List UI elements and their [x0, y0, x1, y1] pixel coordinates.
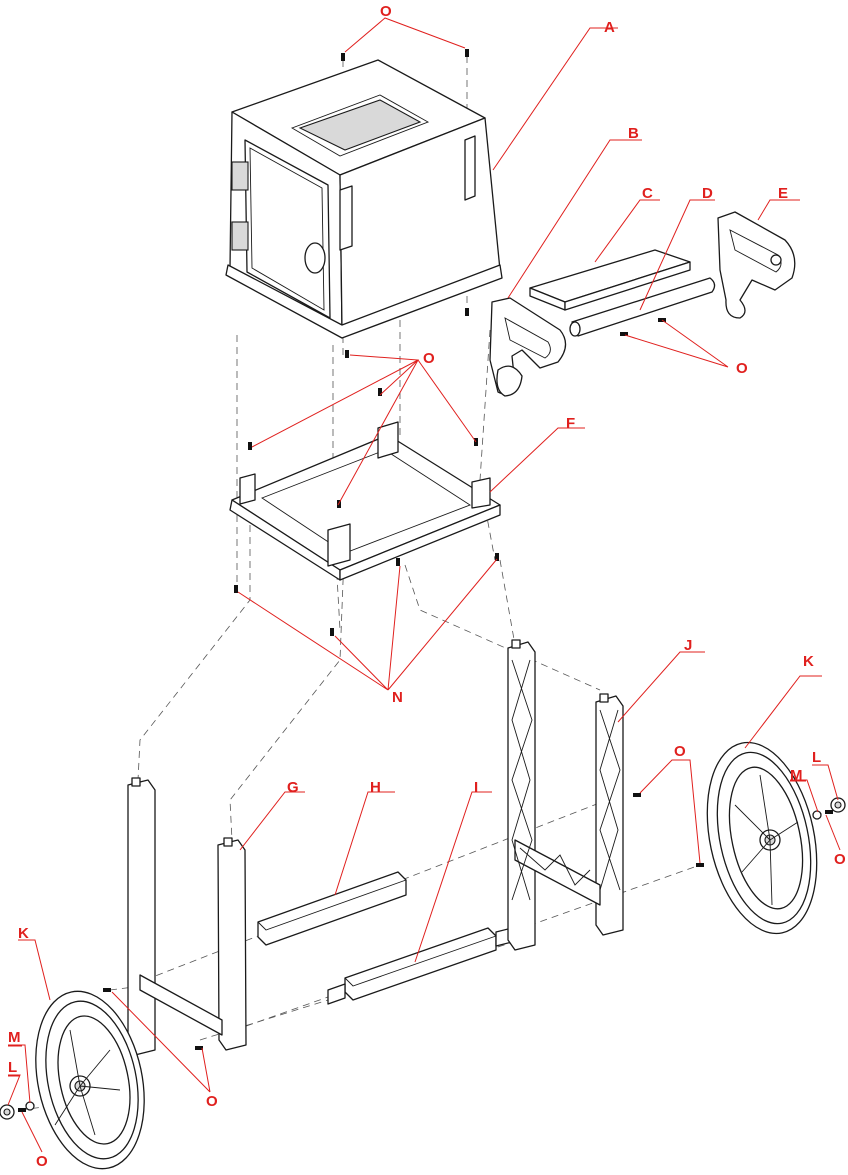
rear-truss-frame-part-j: [508, 640, 623, 950]
side-handle-bracket-part-b: [490, 298, 566, 396]
axle-crossbar-part-i: [328, 928, 512, 1004]
callout-o-middle: O: [423, 350, 435, 367]
front-leg-frame-part-g: [128, 778, 246, 1055]
washer-left-part-m: [26, 1102, 34, 1110]
callout-j: J: [684, 637, 692, 654]
washer-right-part-m: [813, 811, 821, 819]
callout-k-left: K: [18, 925, 29, 942]
callout-l-right: L: [812, 749, 821, 766]
callout-k-right: K: [803, 653, 814, 670]
callout-f: F: [566, 415, 575, 432]
callout-o-right-legs: O: [674, 743, 686, 760]
callout-d: D: [702, 185, 713, 202]
callout-g: G: [287, 779, 299, 796]
callout-o-right-small: O: [834, 851, 846, 868]
hub-cap-right-part-l: [831, 798, 845, 812]
callout-o-top: O: [380, 3, 392, 20]
callout-c: C: [642, 185, 653, 202]
callout-o-rod: O: [736, 360, 748, 377]
callout-a: A: [604, 19, 615, 36]
upper-crossbar-part-h: [258, 872, 406, 945]
base-tray-part-f: [230, 422, 500, 580]
callout-b: B: [628, 125, 639, 142]
callout-e: E: [778, 185, 788, 202]
callout-l-left: L: [8, 1059, 17, 1076]
callout-o-left-legs: O: [206, 1093, 218, 1110]
callout-m-left: M: [8, 1029, 21, 1046]
callout-h: H: [370, 779, 381, 796]
handle-end-bracket-part-e: [718, 212, 795, 318]
callout-i: I: [474, 779, 478, 796]
hub-cap-left-part-l: [0, 1105, 14, 1119]
callout-o-bottom-left: O: [36, 1153, 48, 1170]
callout-n: N: [392, 689, 403, 706]
cabinet-body-part-a: [226, 60, 502, 338]
